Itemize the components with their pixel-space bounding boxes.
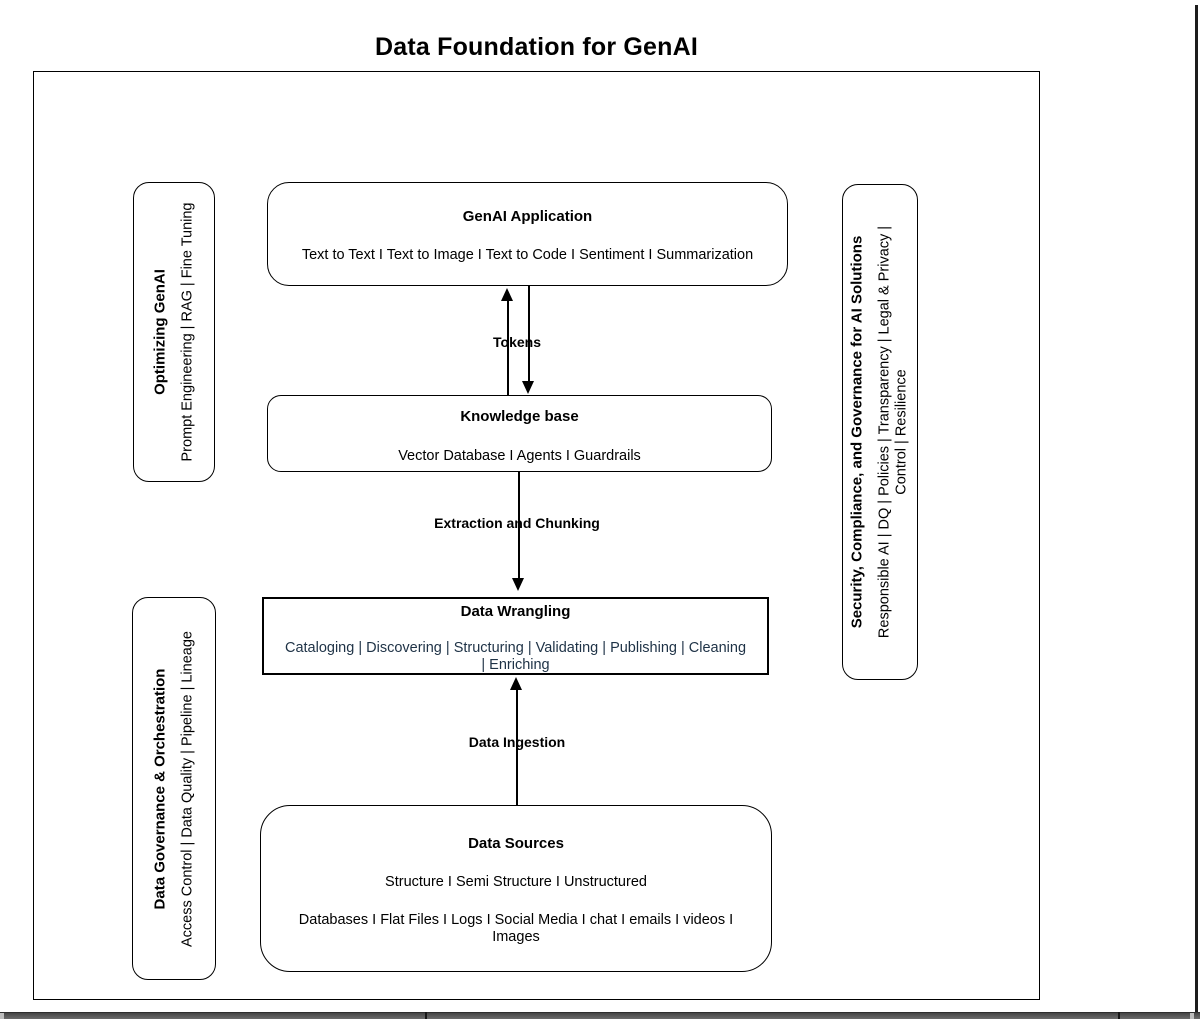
data-wrangling-title: Data Wrangling [460, 603, 571, 620]
extraction-arrowhead [512, 578, 524, 591]
window-right-edge [1195, 5, 1198, 1012]
panel-optimizing-body: Prompt Engineering | RAG | Fine Tuning [179, 202, 196, 462]
box-genai-application: GenAI Application Text to Text I Text to… [267, 182, 788, 286]
panel-data-governance: Data Governance & Orchestration Access C… [132, 597, 216, 980]
panel-security-title: Security, Compliance, and Governance for… [848, 235, 866, 629]
panel-security-body-line1: Responsible AI | DQ | Policies | Transpa… [876, 225, 893, 639]
bottom-window-bar [0, 1012, 1200, 1019]
genai-application-title: GenAI Application [462, 208, 593, 225]
tokens-up-arrowhead [501, 288, 513, 301]
bottom-bar-separator-2 [1118, 1012, 1120, 1019]
ingestion-arrowhead [510, 677, 522, 690]
genai-application-body: Text to Text I Text to Image I Text to C… [301, 247, 754, 263]
ingestion-arrow-line [516, 689, 518, 805]
tokens-label: Tokens [493, 334, 541, 350]
knowledge-base-title: Knowledge base [460, 408, 579, 425]
tokens-down-arrow-line [528, 286, 530, 381]
panel-security-compliance: Security, Compliance, and Governance for… [842, 184, 918, 680]
data-wrangling-body-line1: Cataloging | Discovering | Structuring |… [284, 640, 747, 656]
bottom-bar-notch-left [0, 1013, 4, 1019]
ingestion-label: Data Ingestion [468, 734, 566, 750]
page-title: Data Foundation for GenAI [374, 33, 699, 61]
panel-governance-body: Access Control | Data Quality | Pipeline… [179, 630, 196, 947]
knowledge-base-body: Vector Database I Agents I Guardrails [398, 448, 641, 464]
data-sources-body-line2: Images [492, 929, 540, 946]
tokens-up-arrow-line [507, 300, 509, 395]
panel-governance-title: Data Governance & Orchestration [151, 668, 169, 909]
bottom-bar-notch-right [1190, 1013, 1194, 1019]
panel-optimizing-genai: Optimizing GenAI Prompt Engineering | RA… [133, 182, 215, 482]
data-sources-title: Data Sources [468, 835, 564, 852]
box-knowledge-base: Knowledge base Vector Database I Agents … [267, 395, 772, 472]
data-sources-subtitle: Structure I Semi Structure I Unstructure… [385, 874, 647, 890]
box-data-wrangling: Data Wrangling Cataloging | Discovering … [262, 597, 769, 675]
data-wrangling-body-line2: | Enriching [481, 657, 550, 674]
bottom-bar-separator-1 [425, 1012, 427, 1019]
panel-optimizing-title: Optimizing GenAI [151, 269, 169, 395]
panel-security-body-line2: Control | Resilience [894, 369, 910, 495]
extraction-label: Extraction and Chunking [434, 515, 600, 531]
data-sources-body-line1: Databases I Flat Files I Logs I Social M… [298, 912, 734, 928]
extraction-arrow-line [518, 472, 520, 578]
box-data-sources: Data Sources Structure I Semi Structure … [260, 805, 772, 972]
tokens-down-arrowhead [522, 381, 534, 394]
